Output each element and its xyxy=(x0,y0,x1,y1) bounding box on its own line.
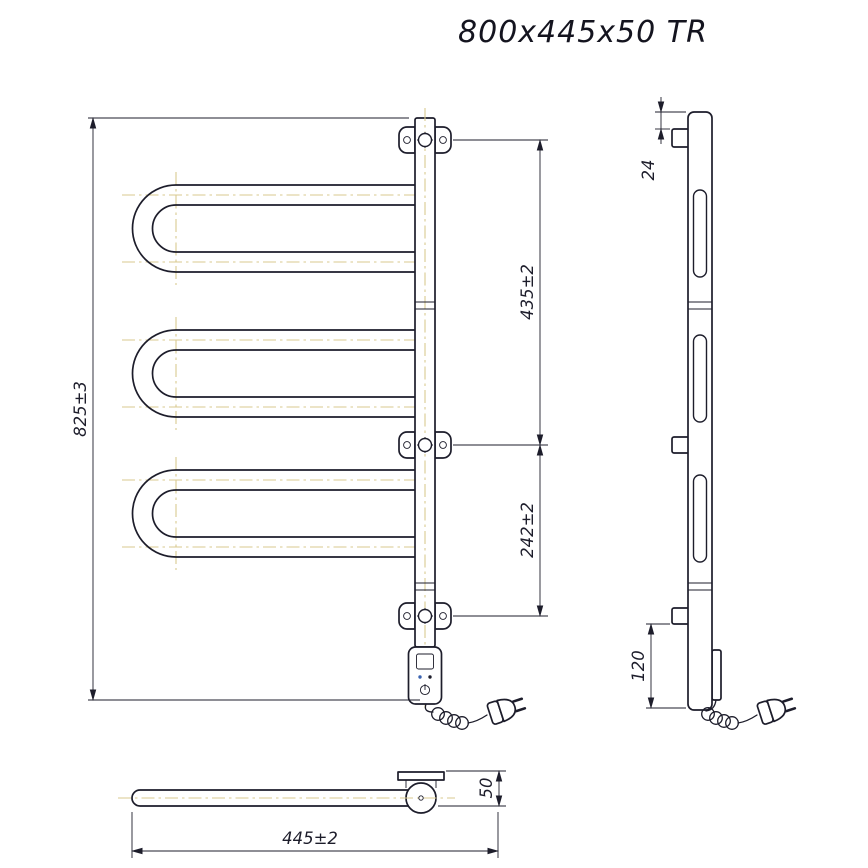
bottom-plate-stems xyxy=(405,780,437,788)
dim-overall-height: 825±3 xyxy=(71,117,420,701)
power-cable xyxy=(424,703,488,730)
front-view xyxy=(121,108,529,730)
power-icon xyxy=(419,684,431,696)
dim-overall-width: 445±2 xyxy=(131,812,499,858)
dim-label-overall-width: 445±2 xyxy=(282,829,338,848)
drawing-title: 800x445x50 TR xyxy=(458,15,708,50)
dim-label-upper-span: 435±2 xyxy=(518,264,537,320)
towel-bar-bottom xyxy=(121,456,425,571)
side-slot-middle xyxy=(692,334,708,423)
side-profile xyxy=(687,111,713,711)
dim-side-top-offset: 24 xyxy=(639,97,686,181)
dim-label-side-top-offset: 24 xyxy=(639,160,658,181)
bottom-mount-plate xyxy=(397,771,445,781)
dim-upper-bracket-span: 435±2 xyxy=(453,139,548,446)
side-power-plug-icon xyxy=(755,691,799,727)
control-display xyxy=(416,653,434,670)
dim-lower-bracket-span: 242±2 xyxy=(453,444,548,617)
dim-side-bottom-offset: 120 xyxy=(629,623,686,709)
indicator-led-icon xyxy=(418,675,422,679)
side-control-box xyxy=(711,649,722,701)
button-dot-icon xyxy=(428,675,432,679)
post-couplings xyxy=(415,301,435,591)
side-power-cable xyxy=(701,699,758,730)
side-view xyxy=(671,111,799,730)
dim-label-depth: 50 xyxy=(477,778,496,799)
dim-label-overall-height: 825±3 xyxy=(71,381,90,437)
dim-label-lower-span: 242±2 xyxy=(518,502,537,558)
bottom-view xyxy=(118,771,455,814)
side-slot-bottom xyxy=(692,474,708,563)
towel-bar-middle xyxy=(121,316,425,431)
side-couplings xyxy=(688,301,712,591)
bottom-post-center xyxy=(418,795,424,801)
dim-depth: 50 xyxy=(438,770,506,807)
towel-bar-top xyxy=(121,171,425,286)
dim-label-side-bottom-offset: 120 xyxy=(629,650,648,682)
control-panel xyxy=(407,646,443,705)
power-plug-icon xyxy=(485,691,529,727)
side-slot-top xyxy=(692,189,708,278)
